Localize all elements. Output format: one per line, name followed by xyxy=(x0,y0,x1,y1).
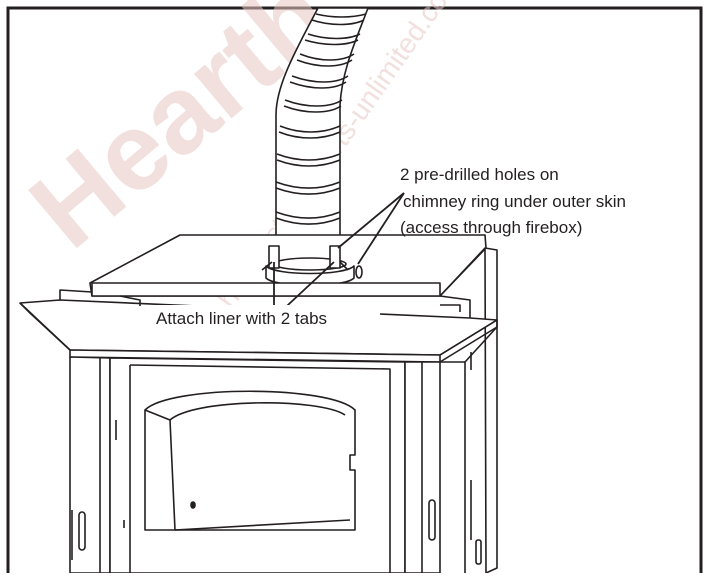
holes-callout-line1: 2 pre-drilled holes on xyxy=(400,165,559,184)
holes-leader-1 xyxy=(337,192,405,249)
holes-leader-2 xyxy=(357,192,405,265)
stove-top xyxy=(89,234,498,574)
holes-callout-line2: chimney ring under outer skin xyxy=(403,192,626,211)
stove-body xyxy=(69,326,498,574)
holes-callout-line3: (access through firebox) xyxy=(400,218,582,237)
tabs-callout: Attach liner with 2 tabs xyxy=(156,309,327,328)
chimney-liner xyxy=(275,7,369,251)
tabs-callout-background xyxy=(152,305,380,329)
